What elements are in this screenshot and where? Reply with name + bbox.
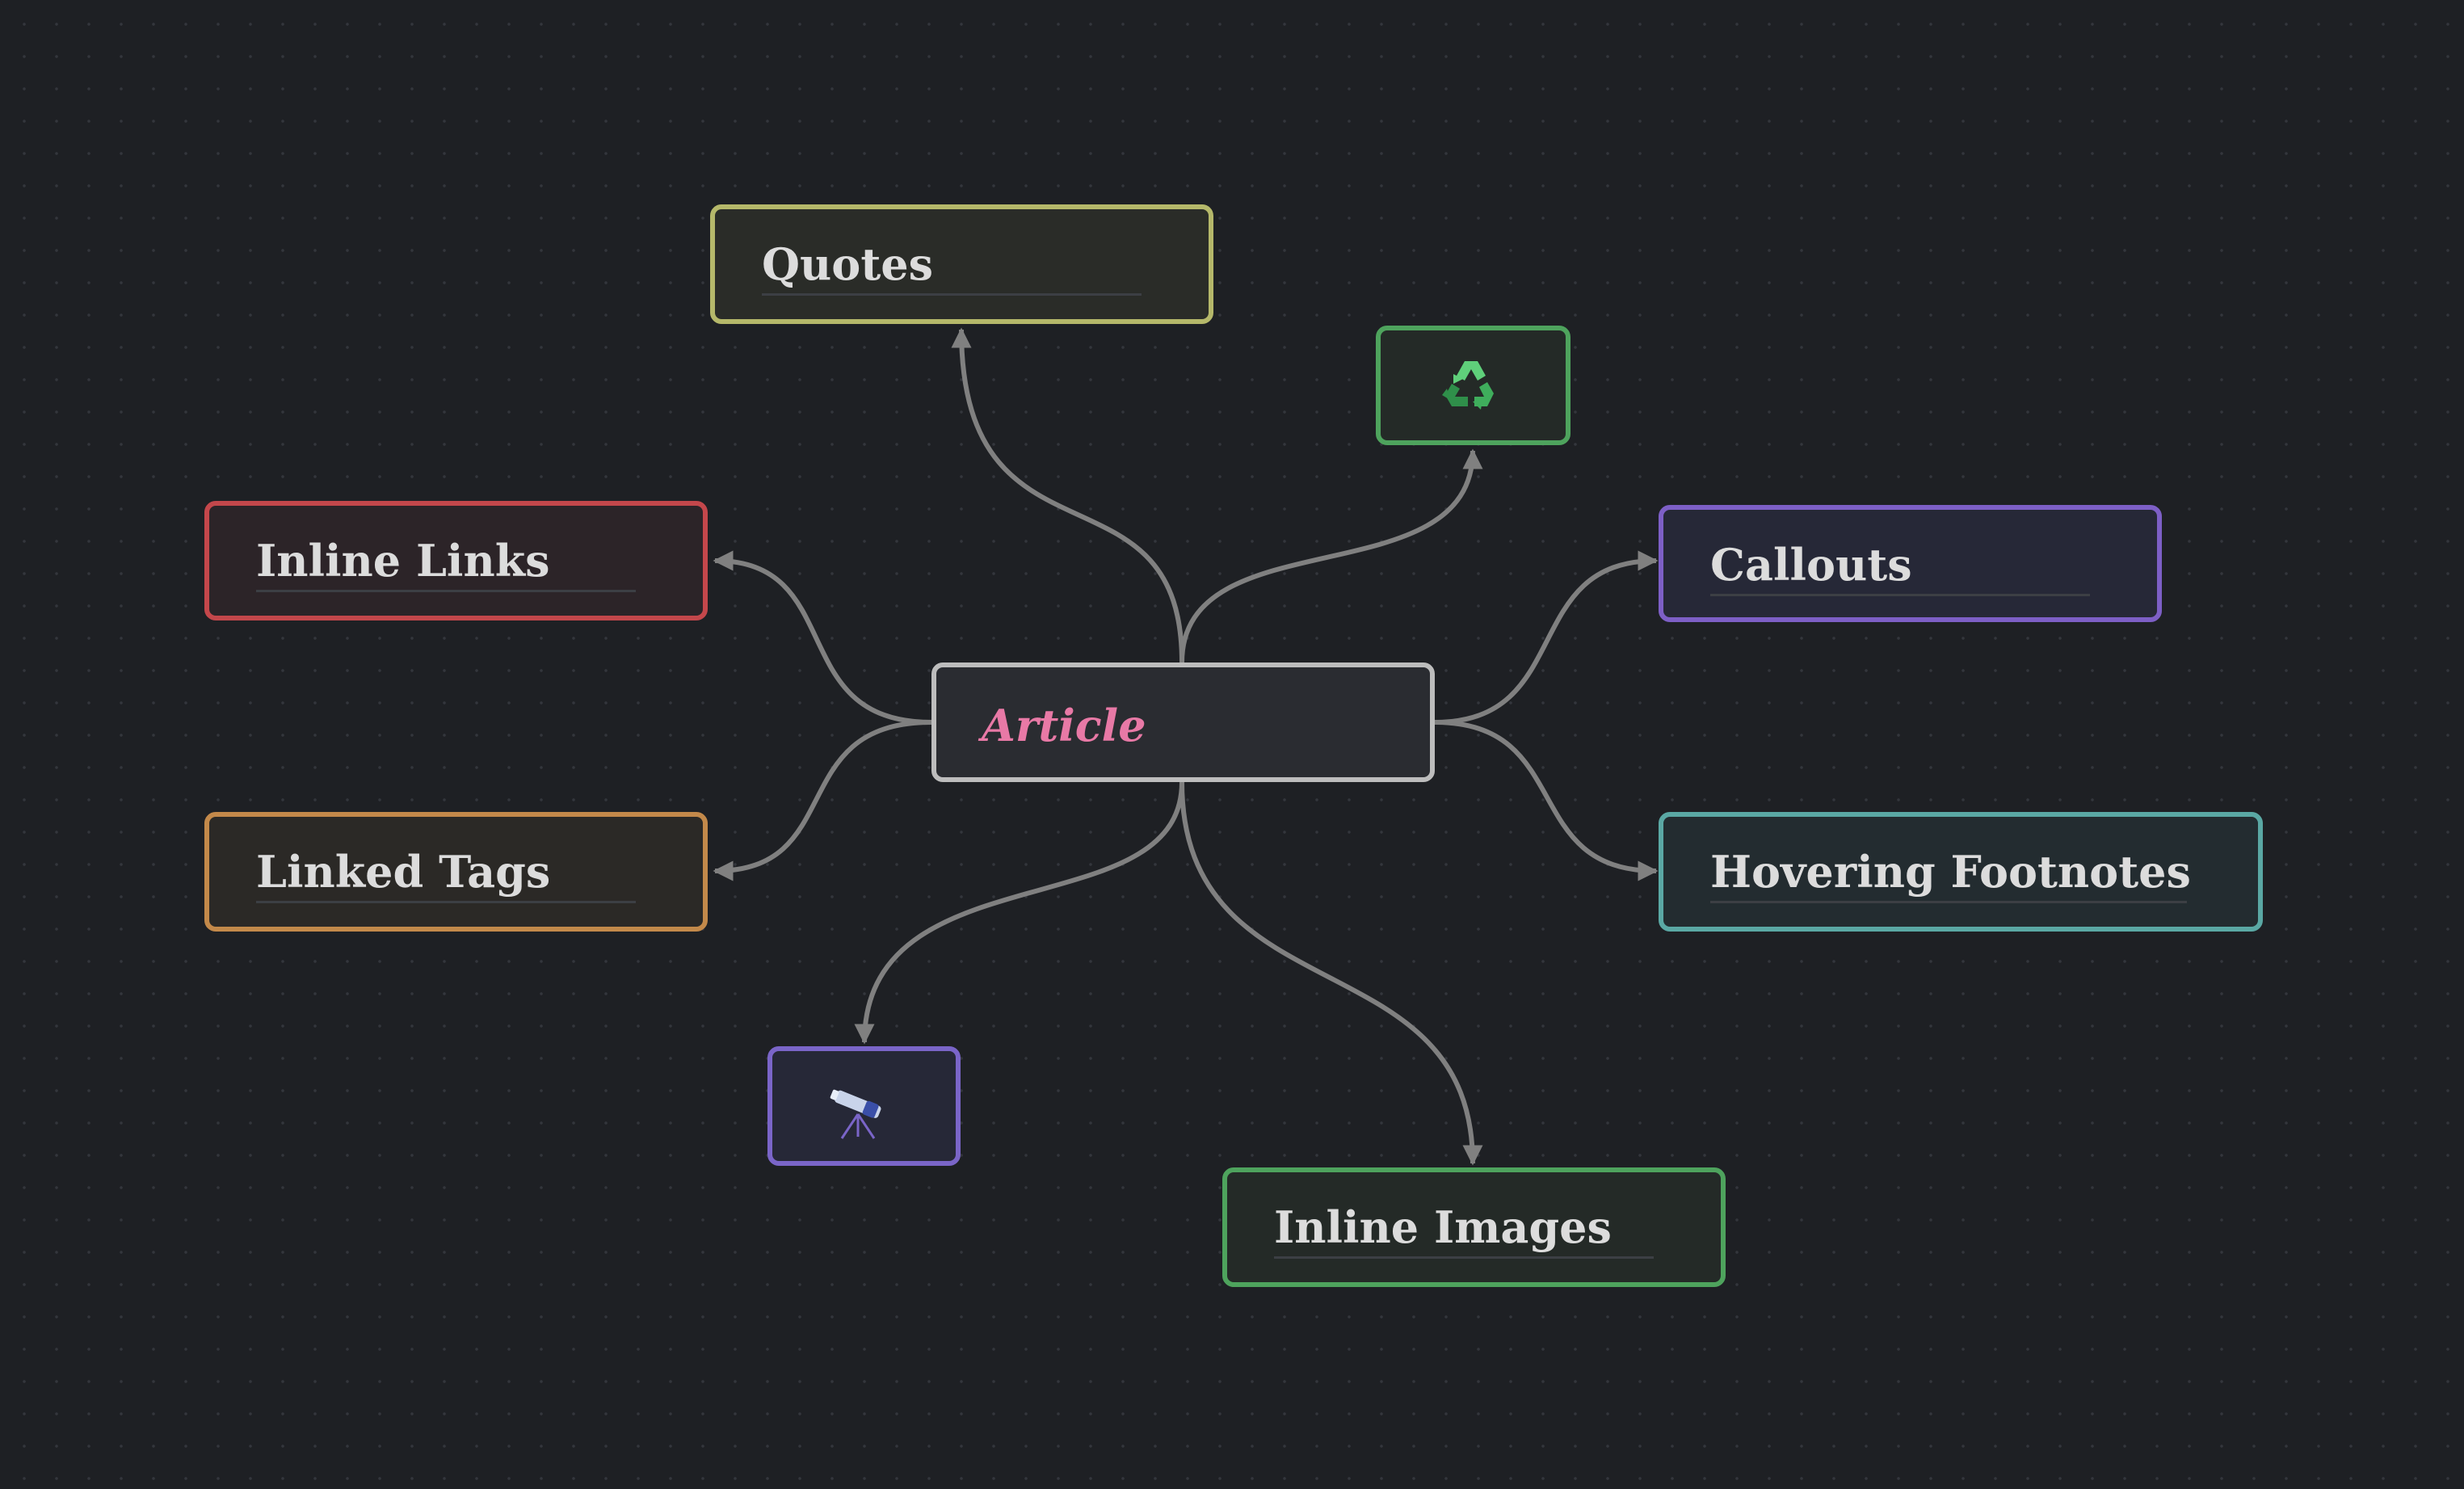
recycle-icon [1442, 361, 1494, 410]
node-quotes[interactable]: Quotes [710, 204, 1213, 324]
node-inline-images-label: Inline Images [1274, 1201, 1612, 1253]
node-hovering-footnotes-label: Hovering Footnotes [1710, 846, 2191, 898]
edge-article-linked-tags [713, 720, 932, 881]
node-inline-links-underline [256, 590, 636, 592]
node-callouts[interactable]: Callouts [1659, 505, 2162, 622]
node-article-label: Article [982, 700, 1146, 751]
node-inline-images-underline [1274, 1256, 1654, 1259]
node-inline-images[interactable]: Inline Images [1222, 1167, 1726, 1287]
node-inline-links[interactable]: Inline Links [204, 501, 708, 620]
node-linked-tags[interactable]: Linked Tags [204, 812, 708, 932]
edge-article-quotes [951, 327, 1184, 663]
node-linked-tags-underline [256, 901, 636, 903]
node-article[interactable]: Article [931, 662, 1435, 782]
edge-article-recycle [1179, 448, 1483, 663]
edge-article-hovering-footnotes [1434, 720, 1659, 881]
edge-article-telescope [854, 781, 1184, 1045]
node-linked-tags-label: Linked Tags [256, 846, 551, 898]
telescope-icon [830, 1089, 881, 1139]
node-hovering-footnotes[interactable]: Hovering Footnotes [1659, 812, 2263, 932]
edge-article-inline-images [1179, 781, 1483, 1166]
node-quotes-underline [762, 293, 1142, 296]
node-recycle[interactable] [1376, 326, 1570, 445]
node-quotes-label: Quotes [762, 238, 934, 290]
edge-article-inline-links [713, 550, 932, 725]
node-hovering-footnotes-underline [1710, 901, 2187, 903]
edge-article-callouts [1434, 550, 1659, 725]
node-inline-links-label: Inline Links [256, 535, 550, 587]
node-callouts-underline [1710, 594, 2090, 596]
node-callouts-label: Callouts [1710, 539, 1912, 591]
node-telescope[interactable] [767, 1046, 961, 1166]
